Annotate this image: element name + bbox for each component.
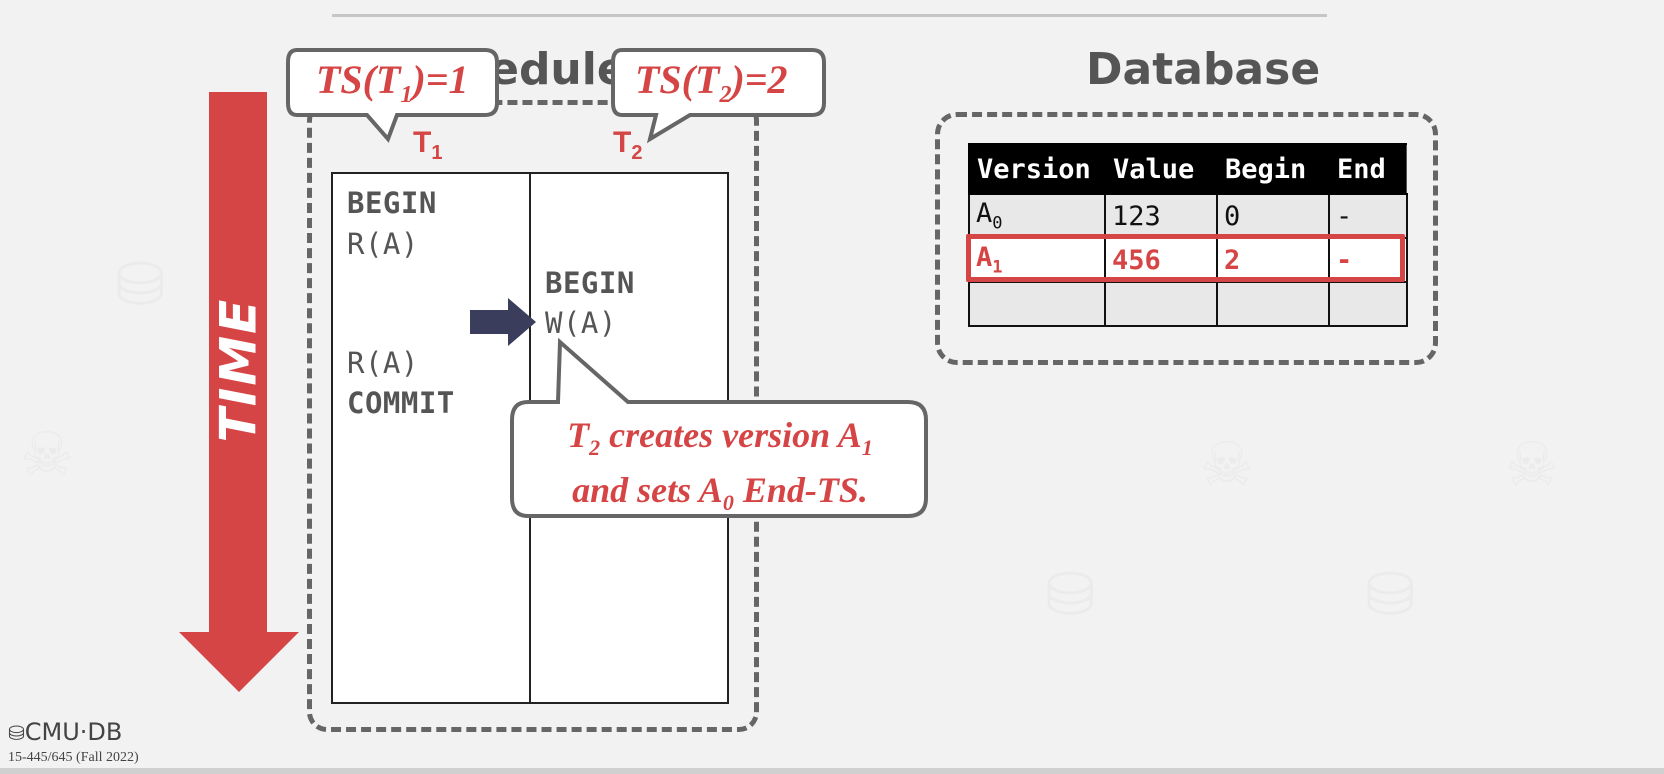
t2-op-begin: BEGIN: [545, 266, 635, 300]
ts2-callout-bubble: [611, 48, 826, 144]
t1-header: T1: [413, 126, 443, 164]
cell-value: 456: [1104, 237, 1218, 283]
header-end: End: [1328, 143, 1407, 195]
cell-version: A1: [968, 237, 1106, 283]
bg-database-icon: ⛁: [115, 250, 166, 320]
ts1-label: TS(T1)=1: [316, 57, 469, 108]
bg-skull-icon: ☠: [1505, 430, 1559, 500]
header-begin: Begin: [1216, 143, 1330, 195]
t1-op-read: R(A): [347, 227, 419, 261]
down-arrow-icon: [179, 92, 299, 692]
cell-begin: 0: [1216, 193, 1330, 239]
t1-op-commit: COMMIT: [347, 386, 455, 420]
cell-value: [1104, 281, 1218, 327]
database-icon: ⛁: [8, 721, 25, 745]
highlight-outline: [966, 234, 1405, 282]
t2-header: T2: [613, 126, 643, 164]
cmu-db-logo: CMU·DB: [24, 718, 123, 746]
version-table-header: Version Value Begin End: [968, 143, 1407, 195]
bg-database-icon: ⛁: [1365, 560, 1416, 630]
time-label-wrap: TIME: [198, 298, 278, 443]
table-row-empty: [968, 281, 1408, 327]
top-divider: [332, 14, 1327, 17]
time-label: TIME: [209, 297, 267, 443]
bg-database-icon: ⛁: [1045, 560, 1096, 630]
explanation-text: T2 creates version A1 and sets A0 End-TS…: [512, 414, 928, 524]
course-label: 15-445/645 (Fall 2022): [8, 750, 139, 765]
bg-skull-icon: ☠: [20, 420, 74, 490]
cell-begin: [1216, 281, 1330, 327]
cell-value: 123: [1104, 193, 1218, 239]
t1-op-read-2: R(A): [347, 346, 419, 380]
table-row: A0 123 0 -: [968, 193, 1408, 239]
bg-skull-icon: ☠: [1200, 430, 1254, 500]
t2-op-write: W(A): [545, 306, 617, 340]
cell-version: [968, 281, 1106, 327]
database-frame: [935, 112, 1438, 365]
database-title: Database: [1086, 44, 1321, 95]
explanation-line-2: and sets A0 End-TS.: [572, 470, 868, 516]
bottom-bar: [0, 768, 1664, 774]
cell-end: -: [1328, 193, 1408, 239]
explanation-callout-bubble: [510, 337, 928, 518]
ts2-label: TS(T2)=2: [635, 57, 788, 108]
footer-logo-wrap: ⛁CMU·DB: [8, 718, 122, 746]
header-value: Value: [1104, 143, 1218, 195]
ts1-callout-bubble: [286, 48, 499, 143]
cell-end: [1328, 281, 1408, 327]
cell-begin: 2: [1216, 237, 1330, 283]
explanation-line-1: T2 creates version A1: [567, 415, 873, 461]
header-version: Version: [968, 143, 1106, 195]
t1-op-begin: BEGIN: [347, 186, 437, 220]
right-arrow-icon: [470, 298, 536, 346]
cell-version: A0: [968, 193, 1106, 239]
